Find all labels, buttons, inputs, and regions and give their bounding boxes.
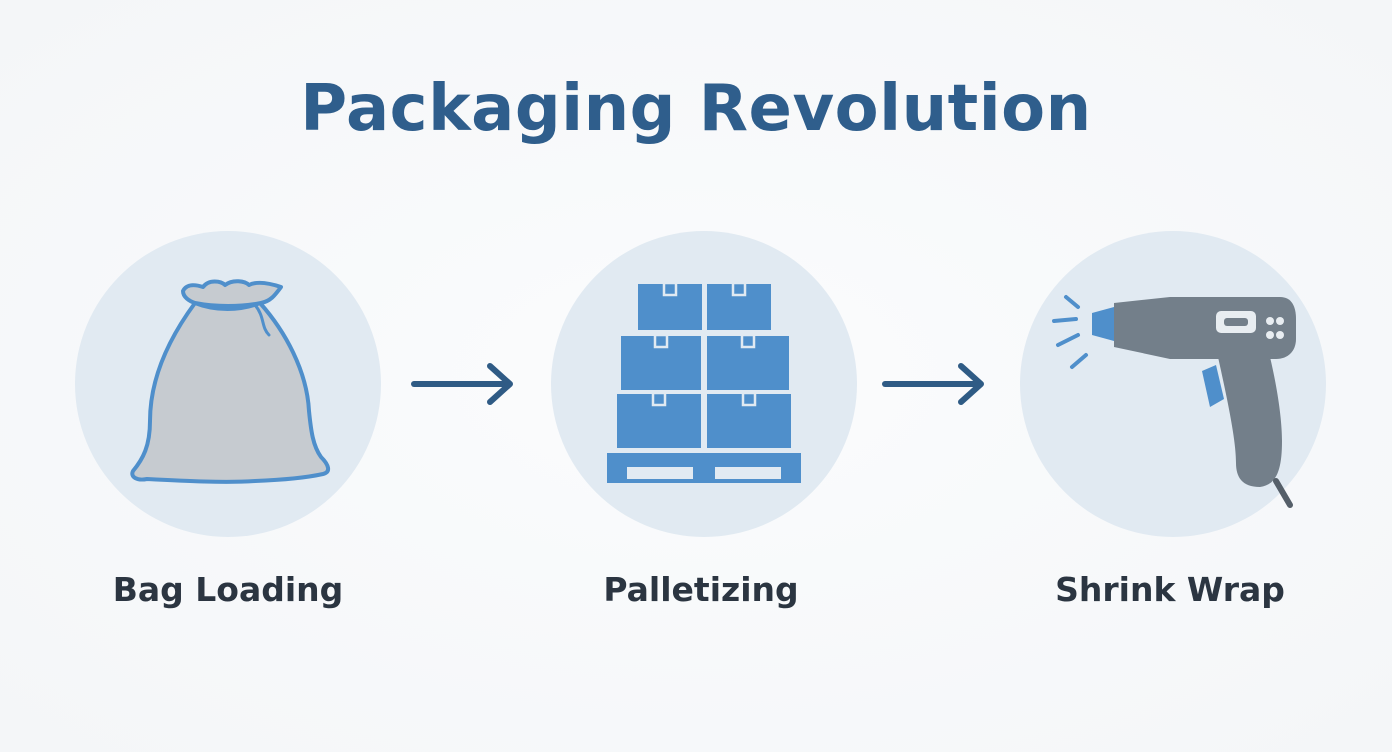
bag-icon bbox=[130, 279, 330, 484]
arrow-right-icon bbox=[411, 363, 513, 405]
diagram-title: Packaging Revolution bbox=[300, 72, 1092, 146]
heat-gun-icon bbox=[1052, 295, 1296, 508]
step-label-shrink-wrap: Shrink Wrap bbox=[1055, 570, 1285, 609]
step-circle-shrink-wrap bbox=[1020, 231, 1326, 537]
step-circle-palletizing bbox=[551, 231, 857, 537]
step-circle-bag-loading bbox=[75, 231, 381, 537]
step-label-bag-loading: Bag Loading bbox=[112, 570, 344, 609]
pallet-boxes-icon bbox=[607, 281, 801, 483]
step-label-palletizing: Palletizing bbox=[603, 570, 799, 609]
arrow-right-icon bbox=[882, 363, 984, 405]
